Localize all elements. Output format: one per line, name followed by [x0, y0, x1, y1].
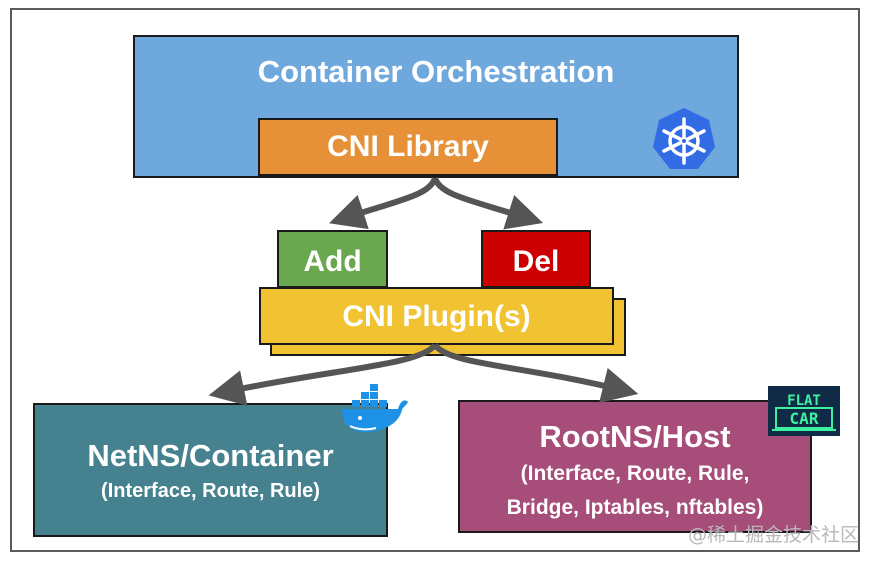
- netns-container-label: NetNS/Container: [87, 438, 334, 473]
- flatcar-icon: FLAT CAR: [768, 386, 840, 436]
- add-label: Add: [303, 245, 362, 278]
- rootns-host-sublabel-line2: Bridge, Iptables, nftables): [506, 496, 764, 519]
- watermark: @稀土掘金技术社区: [687, 524, 859, 546]
- rootns-host-sublabel-line1: (Interface, Route, Rule,: [520, 462, 750, 485]
- rootns-host-box: RootNS/Host (Interface, Route, Rule, Bri…: [458, 400, 812, 533]
- del-label: Del: [512, 245, 560, 278]
- netns-container-box: NetNS/Container (Interface, Route, Rule): [33, 403, 388, 537]
- cni-library-box: CNI Library: [258, 118, 558, 176]
- cni-library-label: CNI Library: [327, 130, 489, 163]
- arrow-plugins-to-netns: [208, 342, 438, 406]
- flatcar-text-top: FLAT: [787, 393, 821, 409]
- kubernetes-icon: [653, 108, 715, 169]
- container-orchestration-label: Container Orchestration: [257, 54, 615, 89]
- flatcar-text-bottom: CAR: [790, 409, 819, 428]
- netns-container-sublabel: (Interface, Route, Rule): [101, 480, 320, 502]
- docker-icon: [342, 384, 408, 432]
- arrow-plugins-to-rootns: [432, 342, 639, 403]
- rootns-host-label: RootNS/Host: [539, 419, 731, 454]
- arrow-library-to-add: [329, 176, 438, 230]
- cni-plugins-label: CNI Plugin(s): [342, 300, 531, 333]
- arrow-library-to-del: [432, 176, 544, 230]
- cni-plugins-box: CNI Plugin(s): [259, 287, 614, 345]
